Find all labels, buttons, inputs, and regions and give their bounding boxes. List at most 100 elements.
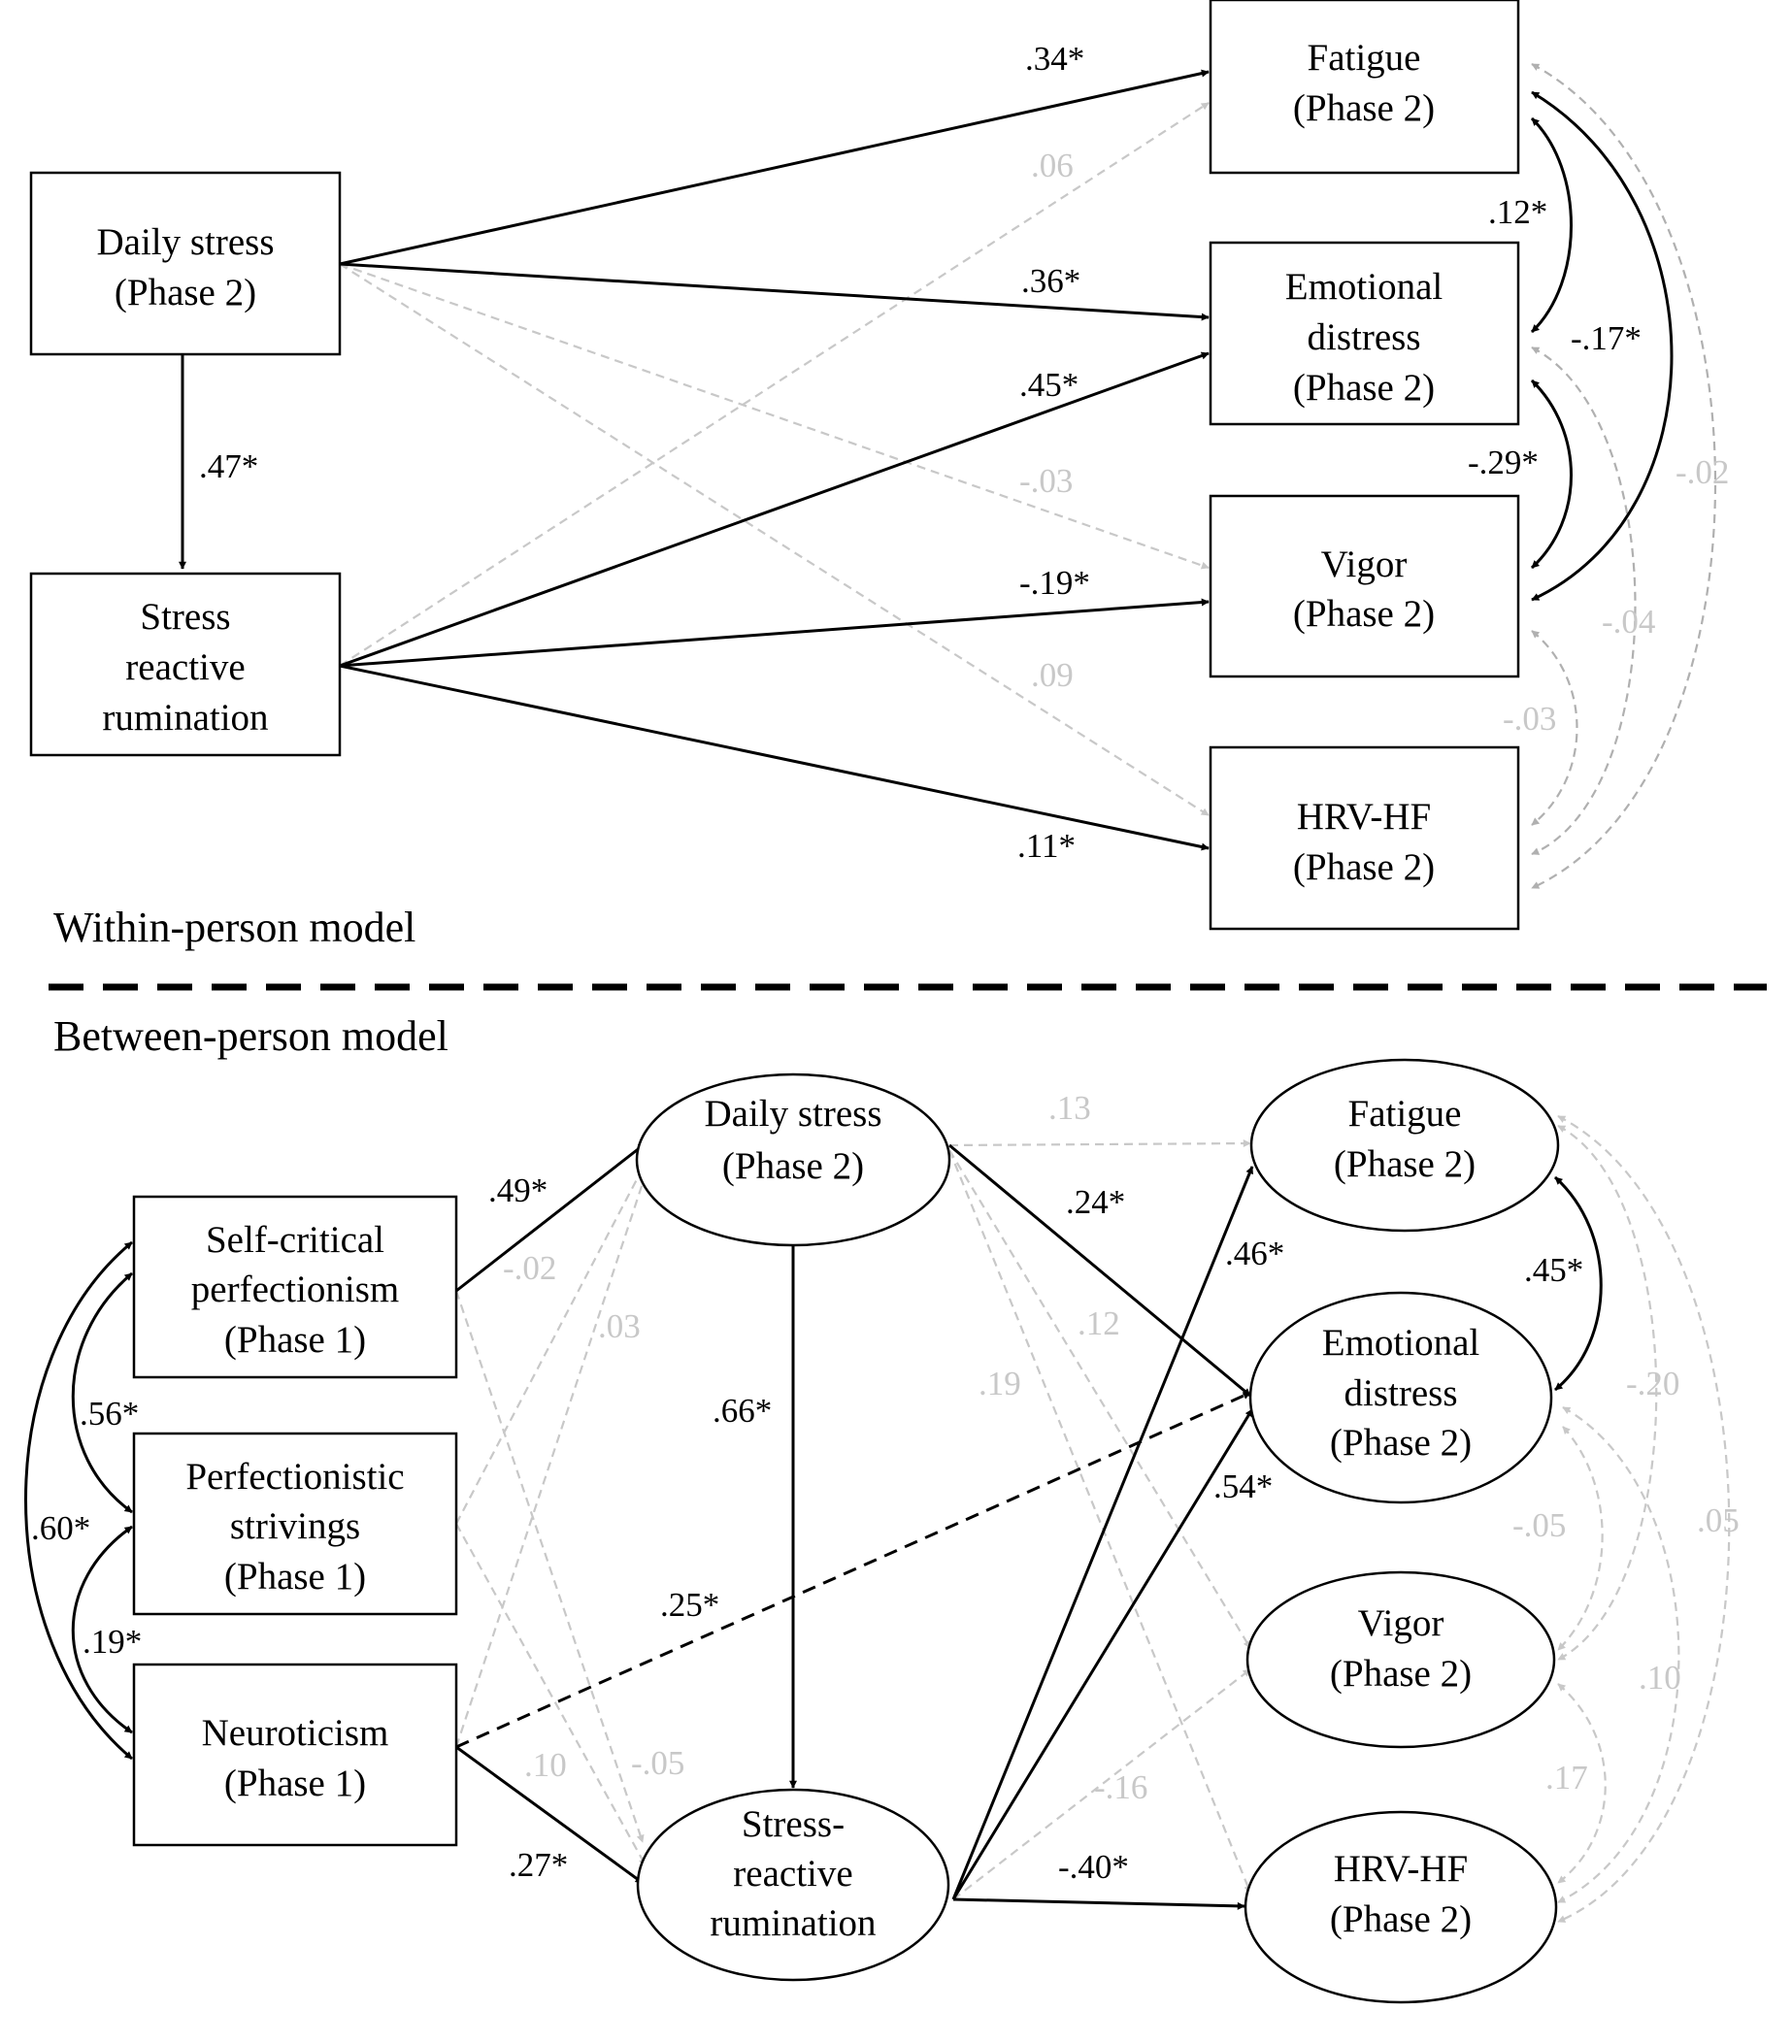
between-model-title: Between-person model [53,1012,448,1060]
coef-between-neuro-distress: .25* [660,1586,719,1624]
coef-between-ps-stress: -.02 [503,1249,556,1287]
cov-between-distress-hrv [1557,1406,1680,1903]
node-label-line: HRV-HF [1297,796,1431,838]
edge-between-ps-rumination [455,1523,647,1866]
coef-between-fatigue-vigor: -.20 [1626,1365,1679,1402]
coef-between-ps-rumination: -.05 [631,1744,684,1782]
node-within-distress: Emotional distress (Phase 2) [1209,241,1520,426]
coef-between-stress-rumination: .66* [713,1392,772,1430]
coef-within-rum-vigor: -.19* [1019,564,1090,602]
within-model-title: Within-person model [53,904,415,951]
node-label-line: (Phase 2) [1293,846,1435,888]
node-label-line: Emotional [1285,266,1444,308]
edge-within-rum-distress [339,351,1210,668]
edge-within-rum-fatigue [339,102,1210,667]
coef-within-stress-hrv: .09 [1031,656,1074,694]
cov-within-fatigue-vigor [1531,90,1674,602]
node-label-line: Self-critical [206,1219,384,1261]
node-within-fatigue: Fatigue (Phase 2) [1209,0,1520,175]
cov-within-vigor-hrv [1531,630,1578,826]
node-label-line: Stress- [742,1803,845,1845]
node-label-line: reactive [733,1853,852,1895]
edge-between-neuro-rumination [455,1745,644,1885]
coef-within-vigor-hrv: -.03 [1503,700,1556,738]
node-label-line: distress [1308,316,1421,358]
node-label-line: (Phase 2) [115,272,256,313]
cov-within-fatigue-hrv [1531,63,1716,889]
coef-between-rum-vigor: -.16 [1094,1768,1147,1806]
edge-within-rum-hrv [339,664,1210,851]
cov-between-ps-neuro [71,1525,133,1734]
node-label-line: Daily stress [96,221,274,263]
node-label-line: Stress [140,596,230,638]
cov-between-scp-neuro [24,1240,133,1761]
coef-between-distress-vigor: -.05 [1512,1506,1566,1544]
node-label-line: (Phase 2) [722,1145,864,1187]
edge-between-stress-hrv [947,1149,1252,1894]
node-label-line: (Phase 1) [224,1763,366,1804]
edge-between-rum-fatigue [951,1166,1254,1900]
edge-between-ps-stress [455,1162,647,1525]
coef-within-rum-distress: .45* [1019,366,1079,404]
node-label-line: Emotional [1322,1322,1480,1364]
node-label-line: (Phase 2) [1330,1422,1472,1464]
cov-between-fatigue-hrv [1557,1115,1731,1924]
node-label-line: Vigor [1358,1602,1444,1644]
edge-within-stress-fatigue [339,69,1210,266]
node-label-line: perfectionism [191,1269,399,1310]
edge-between-rum-hrv [952,1897,1245,1910]
coef-between-rum-fatigue: .46* [1225,1235,1284,1272]
cov-within-distress-hrv [1531,346,1637,856]
node-between-hrv: HRV-HF (Phase 2) [1244,1810,1558,2004]
coef-between-scp-ps: .56* [80,1395,139,1433]
node-between-ps: Perfectionistic strivings (Phase 1) [132,1432,458,1616]
edge-between-scp-stress [455,1141,647,1293]
coef-between-rum-hrv: -.40* [1058,1848,1129,1886]
cov-within-fatigue-distress [1530,116,1573,334]
within-person-model: Daily stress (Phase 2) Stress reactive r… [29,0,1729,951]
node-within-rumination: Stress reactive rumination [29,572,342,757]
coef-between-ps-neuro: .19* [83,1623,142,1661]
node-label-line: reactive [125,646,245,688]
node-label-line: Neuroticism [202,1712,389,1754]
node-between-neuro: Neuroticism (Phase 1) [132,1663,458,1847]
edge-between-stress-distress [948,1143,1251,1398]
node-within-vigor: Vigor (Phase 2) [1209,494,1520,678]
coef-within-stress-distress: .36* [1021,262,1080,300]
node-label-line: (Phase 1) [224,1556,366,1598]
cov-between-distress-vigor [1557,1426,1604,1651]
node-label-line: rumination [710,1902,876,1944]
node-label-line: Daily stress [704,1093,881,1135]
node-between-scp: Self-critical perfectionism (Phase 1) [132,1195,458,1379]
node-label-line: distress [1344,1372,1458,1414]
edge-between-stress-fatigue [948,1139,1251,1148]
coef-between-stress-distress: .24* [1066,1183,1125,1221]
node-label-line: (Phase 2) [1330,1898,1472,1940]
coef-within-rum-fatigue: .06 [1031,147,1074,184]
node-between-fatigue: Fatigue (Phase 2) [1249,1058,1560,1233]
coef-between-stress-vigor: .12 [1078,1304,1120,1342]
node-label-line: Vigor [1321,544,1408,585]
cov-within-distress-vigor [1530,379,1573,570]
coef-within-distress-vigor: -.29* [1468,444,1539,481]
node-between-distress: Emotional distress (Phase 2) [1248,1291,1553,1504]
cov-between-vigor-hrv [1557,1683,1607,1884]
coef-within-stress-rumination: .47* [199,447,258,485]
edge-between-neuro-distress [455,1391,1251,1749]
coef-between-scp-stress: .49* [488,1171,548,1209]
node-between-vigor: Vigor (Phase 2) [1245,1570,1556,1749]
coef-between-fatigue-distress: .45* [1524,1251,1583,1289]
node-label-line: (Phase 2) [1293,87,1435,129]
cov-between-fatigue-distress [1553,1175,1603,1392]
node-label-line: strivings [230,1505,360,1547]
edge-between-rum-vigor [952,1668,1251,1900]
edge-within-stress-distress [339,262,1210,321]
cov-between-fatigue-vigor [1557,1125,1658,1661]
node-label-line: HRV-HF [1334,1848,1468,1890]
node-between-rumination: Stress- reactive rumination [636,1788,950,1982]
coef-within-stress-fatigue: .34* [1025,40,1084,78]
node-within-daily-stress: Daily stress (Phase 2) [29,171,342,356]
coef-between-scp-rumination: .10 [524,1746,567,1784]
edge-within-stress-vigor [339,262,1210,570]
